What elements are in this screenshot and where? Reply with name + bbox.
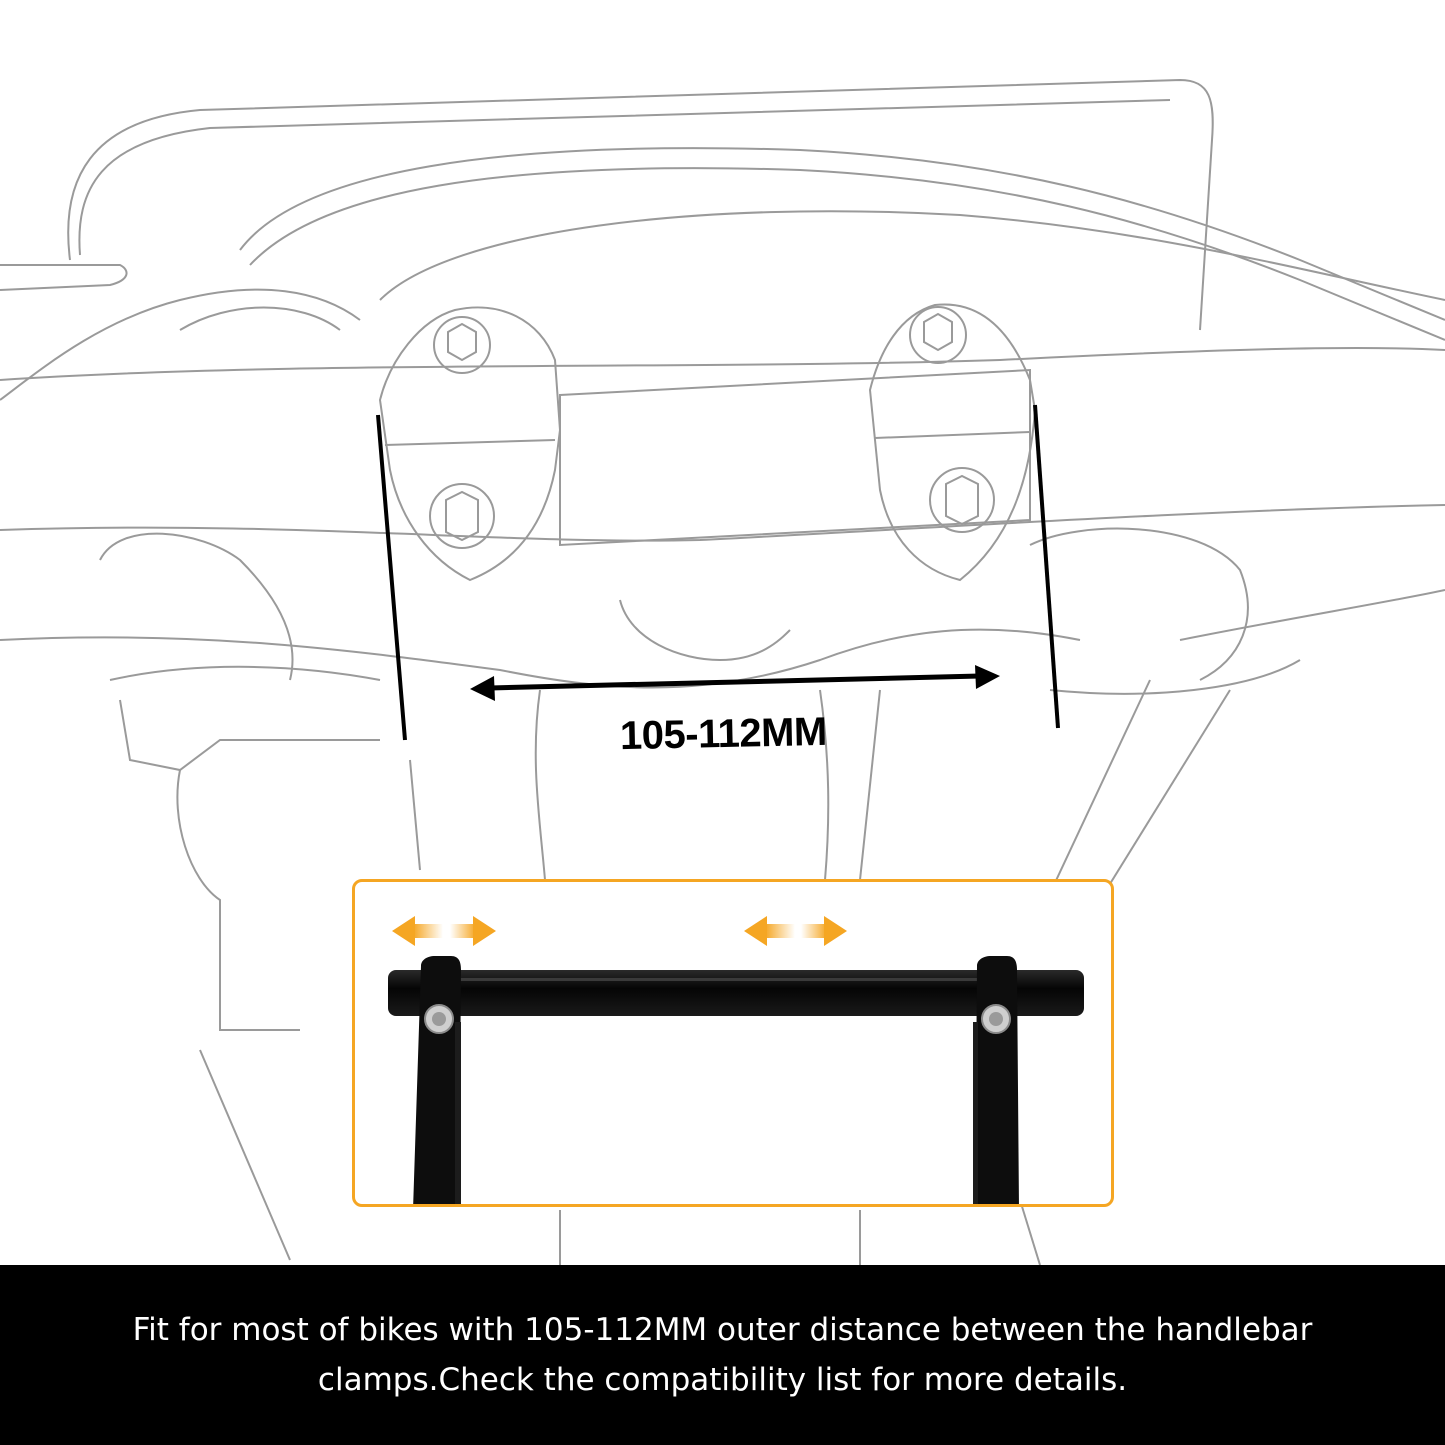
handlebar-line-art	[0, 78, 1445, 1265]
adjust-left-right-arrow-left	[392, 916, 496, 946]
caption-bar: Fit for most of bikes with 105-112MM out…	[0, 1265, 1445, 1445]
crossbar-inset	[352, 879, 1114, 1207]
dimension-label: 105-112MM	[619, 709, 828, 759]
adjust-left-right-arrow-right	[744, 916, 847, 946]
caption-text: Fit for most of bikes with 105-112MM out…	[132, 1312, 1313, 1398]
